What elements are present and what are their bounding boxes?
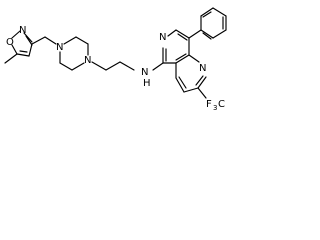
bond-pip-2 bbox=[75, 36, 89, 45]
structure-svg: O N N N N H N N F 3 C bbox=[4, 7, 227, 112]
atom-n-naphthyridine-6: N bbox=[159, 32, 166, 43]
bond-pip-1 bbox=[63, 36, 77, 45]
bond-c2-c3 bbox=[183, 87, 199, 93]
bond-methyl bbox=[4, 53, 18, 64]
bond-c7-c8 bbox=[175, 29, 190, 39]
bond-n1-c2-double bbox=[195, 75, 204, 86]
atom-n-isoxazole: N bbox=[19, 25, 26, 36]
atom-c-cf3: C bbox=[218, 99, 225, 110]
bond-c3-ch2 bbox=[31, 36, 46, 45]
molecule-diagram: O N N N N H N N F 3 C bbox=[0, 0, 261, 124]
bond-c2-cf3 bbox=[197, 87, 207, 99]
atom-n-piperazine-1: N bbox=[56, 42, 63, 53]
bond-ph-1d bbox=[202, 32, 212, 40]
bond-n6-c7 bbox=[167, 29, 177, 37]
atom-sub-cf3: 3 bbox=[213, 104, 217, 112]
bond-pip-5 bbox=[59, 62, 73, 71]
bond-c4-c5 bbox=[16, 53, 30, 57]
bond-c3-c4 bbox=[28, 43, 33, 57]
bond-c3-c4-double bbox=[178, 76, 187, 89]
atom-labels: O N N N N H N N F 3 C bbox=[6, 25, 225, 112]
bond-c4-c5-double bbox=[19, 50, 28, 53]
atom-o-isoxazole: O bbox=[6, 37, 14, 48]
bond-ph-2 bbox=[212, 29, 227, 39]
bond-ph-5d bbox=[202, 11, 212, 18]
bond-c5-o bbox=[11, 44, 18, 55]
bond-c7-c8-double bbox=[177, 33, 188, 41]
bonds bbox=[4, 7, 227, 99]
bond-c3-c4 bbox=[175, 77, 185, 93]
bond-ph-1 bbox=[200, 29, 214, 39]
bond-pip-4 bbox=[71, 62, 85, 71]
bond-ch2-ch2 bbox=[105, 61, 121, 71]
bond-c8a-c4a bbox=[175, 54, 190, 64]
atom-n-amine: N bbox=[141, 67, 148, 78]
bond-o-n bbox=[11, 30, 21, 39]
bond-n-c3-double bbox=[25, 35, 33, 46]
bond-c8a-n1 bbox=[188, 54, 200, 63]
bond-n-c3 bbox=[23, 32, 33, 43]
bond-n4-ch2 bbox=[91, 61, 107, 71]
bond-c8a-c4a-double bbox=[175, 53, 187, 61]
atom-h-amine: H bbox=[143, 78, 151, 89]
bond-ch2-nh bbox=[119, 61, 135, 71]
bond-n1-c2 bbox=[197, 76, 207, 89]
atom-n-piperazine-4: N bbox=[84, 55, 91, 66]
bond-ch2-n1 bbox=[44, 36, 57, 45]
bond-ph-5 bbox=[200, 7, 214, 17]
bond-nh-c5 bbox=[152, 62, 164, 71]
atom-f-cf3: F bbox=[206, 99, 212, 110]
bond-c8-ph bbox=[188, 29, 202, 39]
atom-n-naphthyridine-1: N bbox=[199, 63, 206, 74]
bond-ph-4 bbox=[212, 7, 227, 17]
